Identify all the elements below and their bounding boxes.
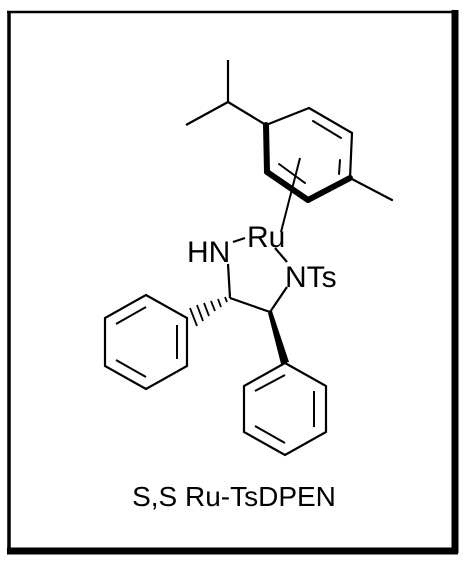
figure-caption: S,S Ru-TsDPEN	[132, 481, 336, 512]
atom-label-hn: HN	[187, 236, 230, 269]
carbon-to-nts-bond	[269, 286, 288, 313]
backbone-cc-bond	[229, 296, 271, 314]
right-phenyl-inner-line	[254, 425, 286, 444]
left-phenyl-ring	[103, 293, 189, 391]
ring-inner-line-lower	[278, 163, 306, 184]
isopropyl-methyl-left	[185, 101, 229, 126]
ring-bond-right	[348, 131, 354, 180]
isopropyl-to-ring	[227, 101, 267, 126]
ring-bond-front-bottom	[264, 169, 311, 203]
ring-bond-front-right	[305, 175, 353, 203]
atom-label-nts: NTs	[285, 261, 337, 294]
ring-inner-line-right	[338, 159, 341, 175]
hn-ru-bond	[232, 236, 246, 244]
hash-mark	[224, 296, 228, 303]
atom-label-ru: Ru	[247, 221, 285, 254]
hashed-wedge-bond	[189, 296, 228, 327]
left-phenyl-inner-line	[115, 359, 147, 378]
hash-mark	[210, 300, 216, 312]
hash-mark	[189, 307, 198, 327]
solid-wedge-bond	[268, 311, 289, 364]
ring-inner-line-upper	[312, 120, 342, 139]
hn-to-carbon-bond	[226, 263, 232, 299]
diamine-chelate	[226, 236, 288, 314]
ring-bond-front-left	[263, 122, 270, 175]
right-phenyl-inner-line	[254, 374, 286, 392]
ru-nts-bond	[274, 247, 288, 263]
cymene-ring	[263, 106, 394, 203]
isopropyl-group	[185, 60, 267, 126]
hash-mark	[196, 304, 204, 322]
ring-bond-top	[264, 106, 311, 127]
ru-arene-bond	[280, 157, 301, 233]
ring-bond-upper-right	[307, 106, 354, 135]
left-phenyl-inner-line	[115, 306, 147, 325]
hash-mark	[203, 302, 210, 317]
hash-mark	[217, 298, 222, 308]
right-phenyl-hexagon	[242, 361, 328, 457]
right-phenyl-ring	[242, 361, 328, 457]
left-phenyl-hexagon	[103, 293, 189, 391]
ring-methyl	[348, 176, 394, 202]
figure-frame	[7, 10, 459, 555]
